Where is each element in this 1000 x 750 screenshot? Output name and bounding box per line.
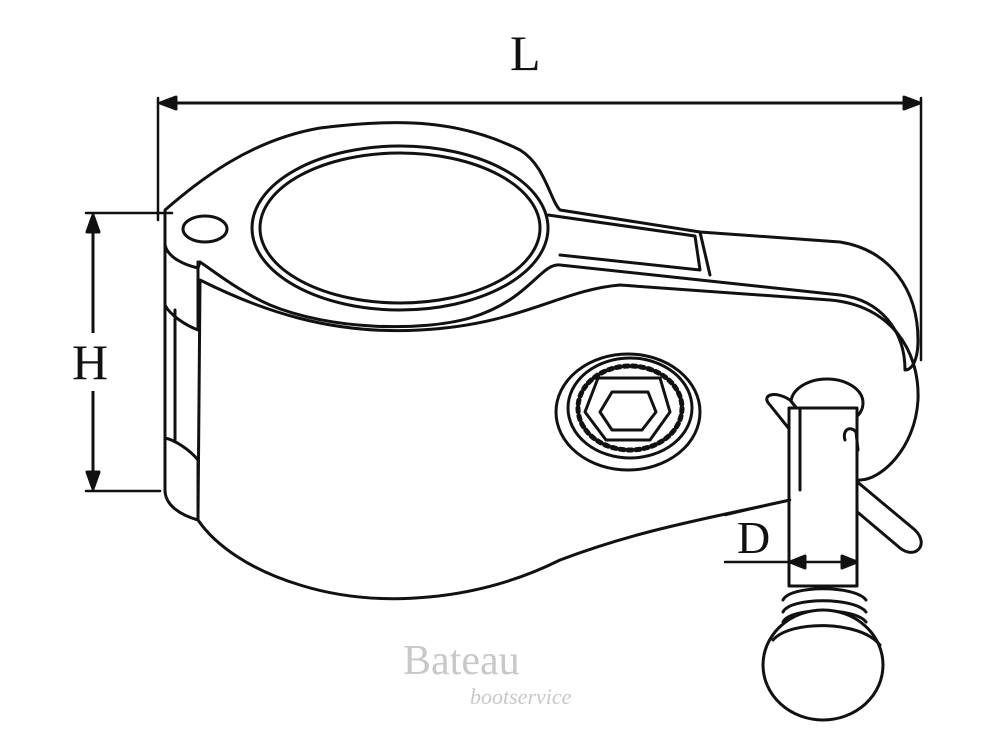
dimension-L (156, 95, 923, 362)
dimension-label-height: H (72, 333, 109, 391)
dimension-label-length: L (510, 25, 541, 81)
hex-screw (554, 352, 702, 472)
dimension-D (723, 498, 859, 570)
dimension-label-diameter: D (737, 512, 771, 563)
watermark-tagline: bootservice (470, 684, 572, 709)
quick-release-pin (761, 377, 923, 722)
clamp-body (163, 121, 920, 601)
watermark-brand: Bateau (403, 638, 520, 684)
